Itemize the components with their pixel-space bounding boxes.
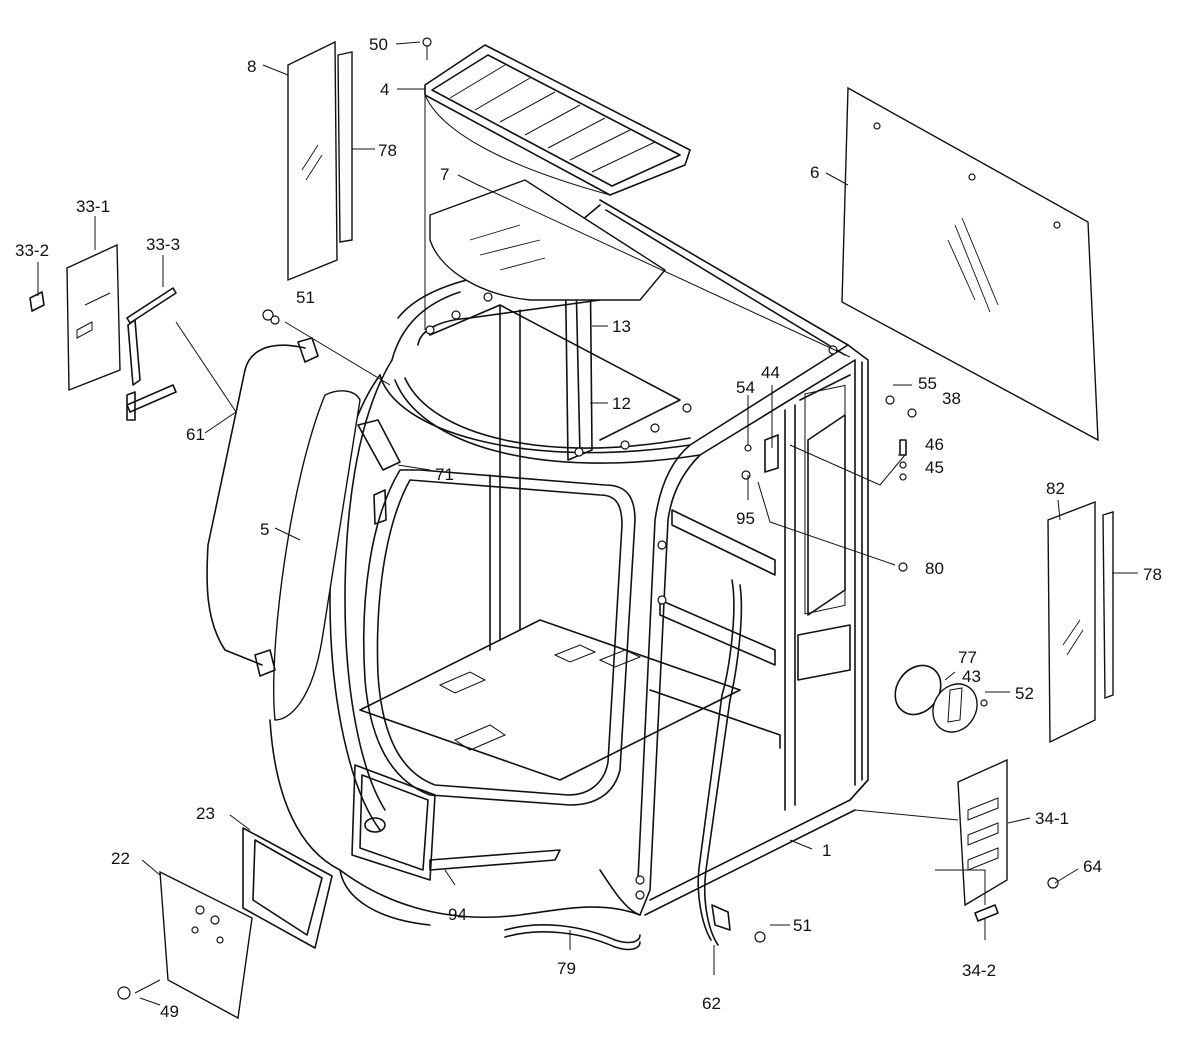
callout-13: 13 xyxy=(612,317,631,336)
callout-46: 46 xyxy=(925,435,944,454)
cover-23-part xyxy=(242,827,333,949)
leader-lines xyxy=(37,41,1138,1006)
callout-77: 77 xyxy=(958,648,977,667)
seal-79-part xyxy=(504,924,641,951)
callout-6: 6 xyxy=(810,163,819,182)
roof-rack-part xyxy=(424,44,691,196)
callout-55: 55 xyxy=(918,374,937,393)
callout-7: 7 xyxy=(440,165,449,184)
callout-33-1: 33-1 xyxy=(76,197,110,216)
callout-51-upper: 51 xyxy=(296,288,315,307)
callout-38: 38 xyxy=(942,389,961,408)
rear-glass-part xyxy=(841,86,1099,442)
callout-43: 43 xyxy=(962,667,981,686)
callout-61: 61 xyxy=(186,425,205,444)
handle-71-part xyxy=(357,419,401,525)
panel-33-1-part xyxy=(29,243,177,421)
cab-frame-part xyxy=(269,199,869,926)
callout-34-1: 34-1 xyxy=(1035,809,1069,828)
cover-43-part xyxy=(932,683,978,733)
bolt-hardware xyxy=(117,37,1059,1000)
callout-62: 62 xyxy=(702,994,721,1013)
callout-78-lower: 78 xyxy=(1143,565,1162,584)
callout-12: 12 xyxy=(612,394,631,413)
callout-23: 23 xyxy=(196,804,215,823)
cover-22-part xyxy=(159,870,253,1020)
callout-33-2: 33-2 xyxy=(15,241,49,260)
side-glass-right-part xyxy=(1047,500,1114,744)
callout-95: 95 xyxy=(736,509,755,528)
callout-5: 5 xyxy=(260,520,269,539)
front-window-part xyxy=(273,390,361,721)
side-glass-left-part xyxy=(287,40,353,282)
callout-51-lower: 51 xyxy=(793,916,812,935)
handrail-61-part xyxy=(206,337,319,677)
callout-54: 54 xyxy=(736,378,755,397)
callout-1: 1 xyxy=(822,841,831,860)
callout-52: 52 xyxy=(1015,684,1034,703)
callout-50: 50 xyxy=(369,35,388,54)
callout-94: 94 xyxy=(448,905,467,924)
callout-labels: 50 4 8 78 7 6 33-1 33-2 33-3 51 13 12 61… xyxy=(15,35,1162,1021)
callout-8: 8 xyxy=(247,57,256,76)
callout-82: 82 xyxy=(1046,479,1065,498)
callout-44: 44 xyxy=(761,363,780,382)
callout-78-upper: 78 xyxy=(378,141,397,160)
cover-34-1-part xyxy=(957,758,1008,922)
grab-rail-62-part xyxy=(697,579,743,946)
callout-64: 64 xyxy=(1083,857,1102,876)
callout-4: 4 xyxy=(380,80,389,99)
callout-45: 45 xyxy=(925,458,944,477)
callout-34-2: 34-2 xyxy=(962,961,996,980)
callout-80: 80 xyxy=(925,559,944,578)
callout-33-3: 33-3 xyxy=(146,235,180,254)
callout-22: 22 xyxy=(111,849,130,868)
callout-79: 79 xyxy=(557,959,576,978)
callout-71: 71 xyxy=(435,465,454,484)
callout-49: 49 xyxy=(160,1002,179,1021)
roof-glass-part xyxy=(429,179,667,301)
